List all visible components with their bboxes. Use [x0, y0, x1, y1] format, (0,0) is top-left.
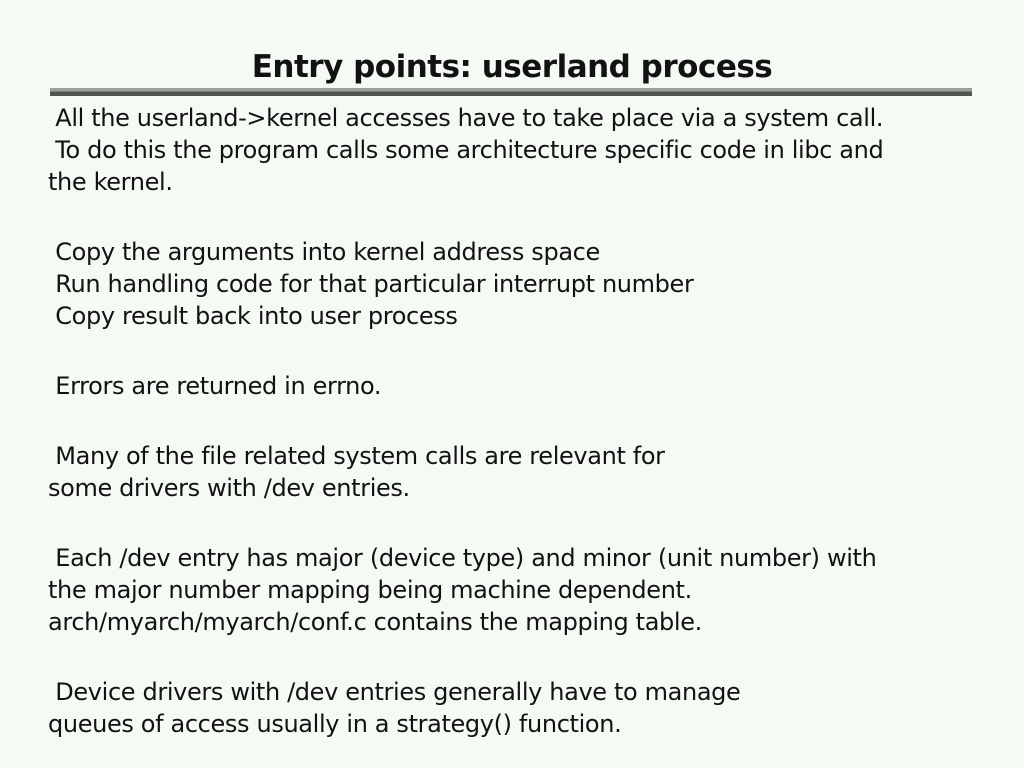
slide-title: Entry points: userland process	[251, 49, 773, 85]
paragraph-file-syscalls: Many of the file related system calls ar…	[48, 442, 665, 502]
slide-body: All the userland->kernel accesses have t…	[48, 102, 1016, 768]
paragraph-syscall-steps: Copy the arguments into kernel address s…	[55, 238, 694, 330]
paragraph-errno: Errors are returned in errno.	[48, 372, 382, 400]
title-separator	[50, 88, 972, 96]
paragraph-syscall-access: All the userland->kernel accesses have t…	[48, 104, 884, 196]
paragraph-strategy-function: Device drivers with /dev entries general…	[48, 678, 741, 738]
paragraph-dev-major-minor: Each /dev entry has major (device type) …	[48, 544, 877, 636]
